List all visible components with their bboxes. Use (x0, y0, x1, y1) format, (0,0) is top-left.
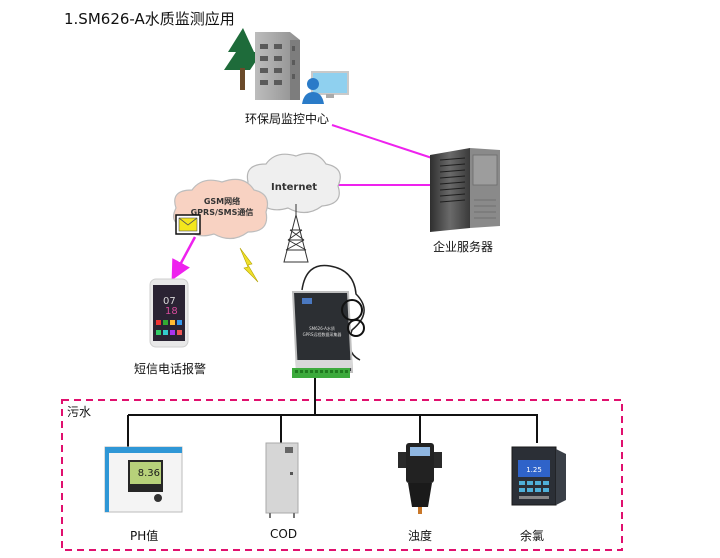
ph-reading: 8.36 (138, 468, 160, 479)
sewage-group-label: 污水 (67, 405, 92, 419)
sensor-label-chlorine: 余氯 (520, 529, 545, 543)
user-icon (302, 78, 324, 104)
phone-clock-minute: 18 (165, 306, 178, 317)
phone-clock-hour: 07 (163, 296, 176, 307)
envelope-icon (175, 214, 201, 235)
diagram-title: 1.SM626-A水质监测应用 (64, 10, 235, 28)
data-logger-icon: SM626-A水质 GPRS远程数据采集器 (291, 264, 365, 378)
chlorine-analyzer-icon: 1.25 (511, 446, 566, 506)
smartphone-icon: 07 18 (149, 278, 189, 348)
ph-meter-icon: 8.36 (104, 446, 183, 513)
link-sms-to-phone (171, 236, 197, 281)
cod-analyzer-icon (265, 442, 299, 518)
enterprise-server-label: 企业服务器 (433, 240, 494, 254)
turbidity-meter-icon (398, 443, 442, 514)
chlorine-reading: 1.25 (526, 466, 542, 474)
logger-label-line1: SM626-A水质 (309, 325, 335, 331)
antenna-tower-icon (283, 204, 309, 263)
logger-label-line2: GPRS远程数据采集器 (303, 331, 342, 337)
lightning-icon (239, 247, 259, 283)
sms-alarm-label: 短信电话报警 (134, 362, 207, 376)
server-tower-icon (430, 148, 500, 232)
sewage-group-border (61, 399, 623, 551)
sensor-label-cod: COD (270, 527, 298, 541)
gsm-label-line1: GSM网络 (204, 196, 240, 206)
epa-center-label: 环保局监控中心 (245, 112, 330, 126)
tree-icon (224, 28, 262, 90)
internet-label: Internet (271, 182, 317, 193)
bus-lines (127, 378, 538, 447)
link-epa-to-server (331, 124, 433, 159)
sensor-label-ph: PH值 (130, 529, 159, 543)
epa-center-icon (224, 28, 349, 104)
internet-cloud-icon: Internet (245, 152, 341, 214)
gsm-label-line2: GPRS/SMS通信 (191, 207, 254, 217)
sensor-label-turbidity: 浊度 (408, 529, 433, 543)
building-icon (255, 32, 300, 100)
link-lines (171, 124, 433, 281)
